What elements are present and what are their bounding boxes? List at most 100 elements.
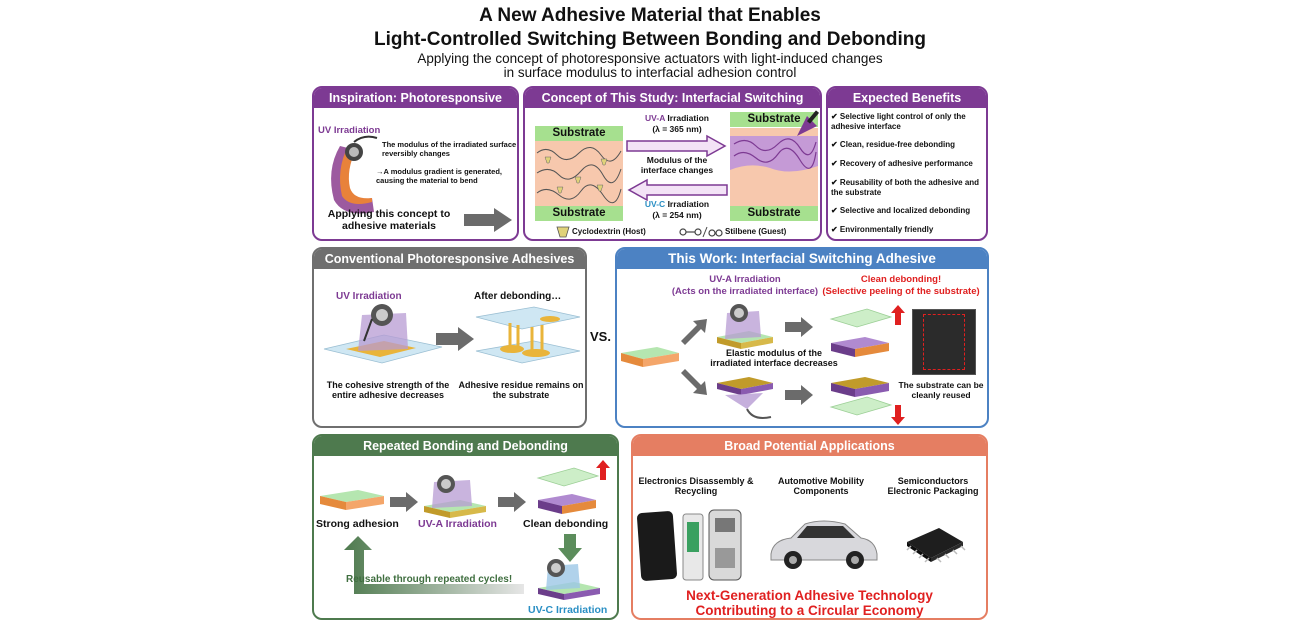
repeated-uvc-label: UV-C Irradiation (528, 604, 608, 616)
this-work-clean-line1: Clean debonding! (860, 274, 942, 285)
uva-wavelength: (λ = 365 nm) (652, 124, 702, 134)
repeated-red-arrow-icon (596, 460, 610, 480)
inspiration-uv-label: UV Irradiation (318, 125, 381, 136)
conventional-uv-label: UV Irradiation (336, 291, 402, 302)
residue-illustration (475, 306, 581, 364)
strong-adhesion-laminate (320, 490, 384, 510)
next-arrow-bottom (785, 385, 813, 405)
vs-label: VS. (590, 329, 611, 344)
uv-lamp-icon (797, 110, 820, 136)
right-substrate-top: Substrate (730, 112, 818, 127)
repeated-header: Repeated Bonding and Debonding (314, 436, 617, 456)
uvc-backward-arrow (627, 178, 728, 202)
right-substrate-bottom: Substrate (730, 206, 818, 221)
clean-debonding-label: Clean debonding (523, 518, 609, 530)
red-arrow-down-icon (891, 405, 905, 425)
inspiration-desc2: →A modulus gradient is generated, causin… (376, 167, 502, 185)
uvc-label: UV-C Irradiation (625, 199, 729, 210)
page-subtitle-line2: in surface modulus to interfacial adhesi… (503, 65, 797, 80)
page-title-line1: A New Adhesive Material that Enables (479, 5, 821, 26)
concept-panel: Concept of This Study: Interfacial Switc… (523, 86, 822, 241)
stilbene-icon (679, 226, 723, 238)
repeated-arrow-2 (498, 492, 526, 512)
inspiration-panel: Inspiration: Photoresponsive Actuator UV… (312, 86, 519, 241)
app-col2-label: Automotive Mobility Components (778, 476, 864, 497)
car-image (770, 520, 878, 569)
next-arrow-top (785, 317, 813, 337)
laminate-initial (621, 347, 679, 367)
this-work-clean-line2: (Selective peeling of the substrate) (822, 286, 980, 297)
legend-host: Cyclodextrin (Host) (572, 227, 646, 236)
conventional-caption1: The cohesive strength of the entire adhe… (326, 380, 450, 401)
repeated-uva-device (424, 475, 486, 518)
inspiration-desc1: The modulus of the irradiated surface re… (382, 140, 517, 158)
strong-adhesion-label: Strong adhesion (316, 518, 399, 530)
uvc-irradiation-word: Irradiation (667, 199, 710, 209)
polymer-network-left (536, 147, 622, 204)
branch-arrow-down (681, 369, 707, 395)
legend-guest: Stilbene (Guest) (725, 227, 787, 236)
benefit-item: ✔ Environmentally friendly (831, 225, 934, 234)
applications-header: Broad Potential Applications (633, 436, 986, 456)
left-substrate-top: Substrate (535, 126, 623, 141)
page-title-line2: Light-Controlled Switching Between Bondi… (373, 29, 926, 50)
page-subtitle-line1: Applying the concept of photoresponsive … (417, 51, 883, 66)
reused-substrate-photo (912, 309, 976, 375)
conventional-caption2: Adhesive residue remains on the substrat… (458, 380, 584, 401)
branch-arrow-up (681, 319, 707, 345)
irradiated-interface-region (730, 136, 818, 172)
applications-footer2: Contributing to a Circular Economy (695, 603, 924, 618)
repeated-uva-label: UV-A Irradiation (418, 518, 497, 530)
uvc-wavelength: (λ = 254 nm) (652, 210, 702, 220)
uva-irradiation-word: Irradiation (667, 113, 709, 123)
uva-device-bottom (717, 377, 773, 419)
applications-footer1: Next-Generation Adhesive Technology (686, 588, 933, 603)
disassembled-phone-image (637, 509, 742, 581)
repeated-uvc-device (538, 559, 600, 600)
photo-highlight-frame (923, 314, 965, 370)
applications-panel: Broad Potential Applications Electronics… (631, 434, 988, 620)
repeated-arrow-1 (390, 492, 418, 512)
modulus-change-text: Modulus of the interface changes (640, 155, 714, 175)
conventional-arrow-icon (436, 327, 474, 351)
conventional-panel: Conventional Photoresponsive Adhesives U… (312, 247, 587, 428)
inspiration-header: Inspiration: Photoresponsive Actuator (314, 88, 517, 125)
bending-actuator-illustration (331, 135, 378, 214)
reusable-label: Reusable through repeated cycles! (346, 574, 513, 585)
benefit-item: ✔ Clean, residue-free debonding (831, 140, 956, 149)
peeled-substrate-top (829, 308, 893, 328)
benefits-panel: Expected Benefits ✔ Selective light cont… (826, 86, 988, 241)
this-work-header: This Work: Interfacial Switching Adhesiv… (617, 249, 987, 269)
cyclodextrin-icon (556, 226, 570, 238)
concept-header: Concept of This Study: Interfacial Switc… (525, 88, 820, 108)
down-green-arrow (558, 534, 582, 562)
uva-forward-arrow (626, 134, 727, 158)
benefit-item: ✔ Selective and localized debonding (831, 206, 971, 215)
this-work-uva-line2: (Acts on the irradiated interface) (671, 286, 819, 297)
apply-arrow-icon (464, 208, 512, 232)
uvc-word: UV-C (644, 199, 666, 209)
benefits-header: Expected Benefits (828, 88, 986, 108)
uva-word: UV-A (645, 113, 666, 123)
left-substrate-bottom: Substrate (535, 206, 623, 221)
repeated-panel: Repeated Bonding and Debonding Strong ad… (312, 434, 619, 620)
benefit-item: ✔ Recovery of adhesive performance (831, 159, 973, 168)
peeled-substrate-bottom (829, 396, 893, 416)
this-work-uva-line1: UV-A Irradiation (709, 274, 781, 285)
residual-laminate-top (831, 337, 889, 357)
benefit-item: ✔ Reusability of both the adhesive and t… (831, 178, 980, 197)
cycle-return-arrow (344, 536, 524, 594)
inspiration-apply-text: Applying this concept to adhesive materi… (327, 208, 451, 233)
conventional-uv-illustration (323, 304, 443, 364)
uva-label: UV-A Irradiation (625, 113, 729, 124)
uva-device-top (717, 304, 773, 349)
app-col1-label: Electronics Disassembly & Recycling (638, 476, 754, 497)
app-col3-label: Semiconductors Electronic Packaging (887, 476, 979, 497)
conventional-header: Conventional Photoresponsive Adhesives (314, 249, 585, 269)
red-arrow-up-icon (891, 305, 905, 325)
residual-laminate-bottom (831, 377, 889, 397)
repeated-residual-laminate (538, 494, 596, 514)
semiconductor-chip-image (906, 528, 966, 563)
conventional-after-label: After debonding… (474, 291, 562, 302)
this-work-panel: This Work: Interfacial Switching Adhesiv… (615, 247, 989, 428)
